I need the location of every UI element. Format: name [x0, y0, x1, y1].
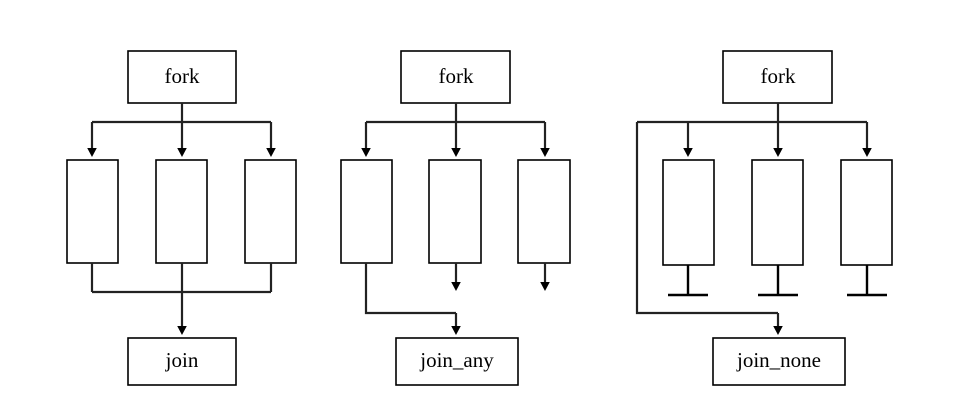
terminator-stub-join-none-1: [668, 265, 708, 297]
bypass-path-join-none: [635, 122, 778, 315]
group-join-none: fork join_none: [635, 50, 893, 386]
terminator-stub-join-none-2: [758, 265, 798, 297]
thread-bar-join-none-1[interactable]: [662, 159, 715, 266]
group-join: fork join: [66, 50, 297, 386]
join-label-join: join: [165, 348, 199, 372]
group-join-any: fork join_any: [340, 50, 571, 386]
fork-label-join-none: fork: [761, 64, 796, 88]
thread-bar-join-none-2[interactable]: [751, 159, 804, 266]
fork-label-join-any: fork: [439, 64, 474, 88]
thread-bar-join-any-1[interactable]: [340, 159, 393, 264]
thread-bar-join-2[interactable]: [155, 159, 208, 264]
continue-path-join-any-1: [364, 263, 456, 315]
join-box-join-any[interactable]: join_any: [395, 337, 519, 386]
join-label-join-none: join_none: [736, 348, 821, 372]
thread-bar-join-none-3[interactable]: [840, 159, 893, 266]
thread-bar-join-any-2[interactable]: [428, 159, 482, 264]
thread-bar-join-1[interactable]: [66, 159, 119, 264]
join-box-join[interactable]: join: [127, 337, 237, 386]
thread-bar-join-any-3[interactable]: [517, 159, 571, 264]
thread-bar-join-3[interactable]: [244, 159, 297, 264]
join-label-join-any: join_any: [419, 348, 494, 372]
fork-box-join-any[interactable]: fork: [400, 50, 511, 104]
fork-box-join-none[interactable]: fork: [722, 50, 833, 104]
fork-box-join[interactable]: fork: [127, 50, 237, 104]
terminator-stub-join-none-3: [847, 265, 887, 297]
join-box-join-none[interactable]: join_none: [712, 337, 846, 386]
fork-label-join: fork: [165, 64, 200, 88]
